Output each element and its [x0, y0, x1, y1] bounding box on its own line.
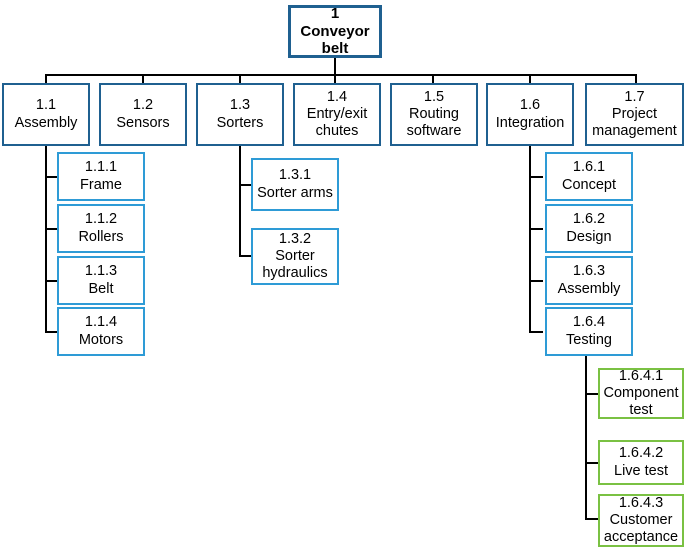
connector-stub-1-3-2	[239, 255, 253, 257]
connector-drop-1-3	[239, 74, 241, 84]
connector-stub-1-6-4-1	[585, 393, 599, 395]
wbs-node-1-1-2-code: 1.1.2	[84, 211, 118, 228]
wbs-node-1-2-label: Sensors	[116, 114, 170, 131]
wbs-node-1-3-1[interactable]: 1.3.1 Sorter arms	[251, 158, 339, 211]
wbs-node-1-1-code: 1.1	[35, 97, 57, 114]
connector-stub-1-6-1	[529, 176, 543, 178]
wbs-node-1-6-4-label: Testing	[566, 331, 612, 348]
wbs-node-1-3-2-label: Sorter hydraulics	[262, 247, 328, 282]
connector-drop-1-7	[635, 74, 637, 84]
wbs-node-1-6-4-code: 1.6.4	[572, 314, 606, 331]
wbs-node-1-1-3-code: 1.1.3	[84, 263, 118, 280]
connector-drop-1-2	[142, 74, 144, 84]
connector-spine-1-6	[529, 146, 531, 332]
connector-drop-1-1	[45, 74, 47, 84]
wbs-node-1-6-4-2[interactable]: 1.6.4.2 Live test	[598, 440, 684, 485]
connector-stub-1-6-4-2	[585, 462, 599, 464]
connector-stub-1-3-1	[239, 184, 253, 186]
wbs-node-1-label: Conveyor belt	[300, 22, 370, 58]
wbs-node-1-1-4-label: Motors	[78, 331, 124, 348]
wbs-node-1-1-1-label: Frame	[80, 176, 122, 193]
wbs-node-1-6[interactable]: 1.6 Integration	[486, 83, 574, 146]
connector-stub-1-1-2	[45, 228, 59, 230]
wbs-node-1-6-2-code: 1.6.2	[572, 211, 606, 228]
wbs-node-1-6-4-1[interactable]: 1.6.4.1 Component test	[598, 368, 684, 419]
wbs-node-1-3-2-code: 1.3.2	[278, 230, 312, 247]
wbs-node-1-6-4-3-code: 1.6.4.3	[618, 494, 664, 511]
wbs-node-1-1-4[interactable]: 1.1.4 Motors	[57, 307, 145, 356]
wbs-node-1-4-code: 1.4	[326, 88, 348, 105]
wbs-node-1-7-code: 1.7	[624, 88, 645, 105]
wbs-node-1-6-2-label: Design	[566, 228, 612, 245]
wbs-node-1-1-3-label: Belt	[88, 280, 114, 297]
wbs-node-1-5-code: 1.5	[423, 88, 445, 105]
wbs-node-1-6-4[interactable]: 1.6.4 Testing	[545, 307, 633, 356]
wbs-node-1-1-label: Assembly	[14, 114, 78, 131]
connector-stub-1-1-3	[45, 280, 59, 282]
wbs-node-1-5-label: Routing software	[406, 105, 462, 140]
wbs-node-1-3-1-code: 1.3.1	[278, 167, 312, 184]
wbs-node-1-6-4-3[interactable]: 1.6.4.3 Customer acceptance	[598, 494, 684, 547]
connector-stub-1-6-4	[529, 331, 543, 333]
wbs-node-1-6-4-3-label: Customer acceptance	[603, 511, 679, 546]
wbs-node-1-6-3-label: Assembly	[557, 280, 621, 297]
wbs-node-1-5[interactable]: 1.5 Routing software	[390, 83, 478, 146]
wbs-node-1-6-3-code: 1.6.3	[572, 263, 606, 280]
wbs-node-1-6-1-code: 1.6.1	[572, 159, 606, 176]
connector-drop-1-6	[529, 74, 531, 84]
wbs-node-1-code: 1	[330, 4, 340, 22]
wbs-node-1-4-label: Entry/exit chutes	[306, 105, 368, 140]
connector-stub-1-6-3	[529, 280, 543, 282]
connector-root-stem	[334, 58, 336, 75]
wbs-node-1-3-2[interactable]: 1.3.2 Sorter hydraulics	[251, 228, 339, 285]
wbs-node-1-6-3[interactable]: 1.6.3 Assembly	[545, 256, 633, 305]
wbs-node-1-3-label: Sorters	[216, 114, 264, 131]
wbs-node-1-6-code: 1.6	[519, 97, 541, 114]
wbs-node-1-6-4-1-code: 1.6.4.1	[618, 367, 664, 384]
wbs-node-1-3-1-label: Sorter arms	[257, 184, 333, 201]
connector-drop-1-4	[334, 74, 336, 84]
wbs-node-1-1-1-code: 1.1.1	[84, 159, 118, 176]
connector-stub-1-6-2	[529, 228, 543, 230]
wbs-node-1-1-2[interactable]: 1.1.2 Rollers	[57, 204, 145, 253]
wbs-node-1-6-4-2-code: 1.6.4.2	[618, 445, 664, 462]
connector-spine-1-1	[45, 146, 47, 332]
wbs-node-1-3-code: 1.3	[229, 97, 251, 114]
wbs-node-1-1[interactable]: 1.1 Assembly	[2, 83, 90, 146]
wbs-node-1-1-4-code: 1.1.4	[84, 314, 118, 331]
wbs-node-1-6-label: Integration	[495, 114, 565, 131]
connector-drop-1-5	[432, 74, 434, 84]
wbs-node-1[interactable]: 1 Conveyor belt	[288, 5, 382, 58]
connector-spine-1-6-4	[585, 354, 587, 519]
wbs-node-1-1-2-label: Rollers	[78, 228, 124, 245]
connector-stub-1-1-4	[45, 331, 59, 333]
wbs-node-1-4[interactable]: 1.4 Entry/exit chutes	[293, 83, 381, 146]
connector-stub-1-6-4-3	[585, 518, 599, 520]
wbs-node-1-2-code: 1.2	[132, 97, 154, 114]
wbs-node-1-6-4-1-label: Component test	[603, 384, 679, 419]
wbs-node-1-6-1[interactable]: 1.6.1 Concept	[545, 152, 633, 201]
wbs-node-1-6-4-2-label: Live test	[614, 462, 668, 479]
wbs-node-1-1-3[interactable]: 1.1.3 Belt	[57, 256, 145, 305]
connector-spine-1-3	[239, 146, 241, 256]
connector-stub-1-1-1	[45, 176, 59, 178]
wbs-node-1-1-1[interactable]: 1.1.1 Frame	[57, 152, 145, 201]
connector-root-bus	[45, 74, 637, 76]
wbs-node-1-7-label: Project management	[592, 105, 677, 140]
wbs-node-1-6-2[interactable]: 1.6.2 Design	[545, 204, 633, 253]
wbs-node-1-7[interactable]: 1.7 Project management	[585, 83, 684, 146]
wbs-node-1-2[interactable]: 1.2 Sensors	[99, 83, 187, 146]
wbs-node-1-6-1-label: Concept	[561, 176, 616, 193]
wbs-node-1-3[interactable]: 1.3 Sorters	[196, 83, 284, 146]
